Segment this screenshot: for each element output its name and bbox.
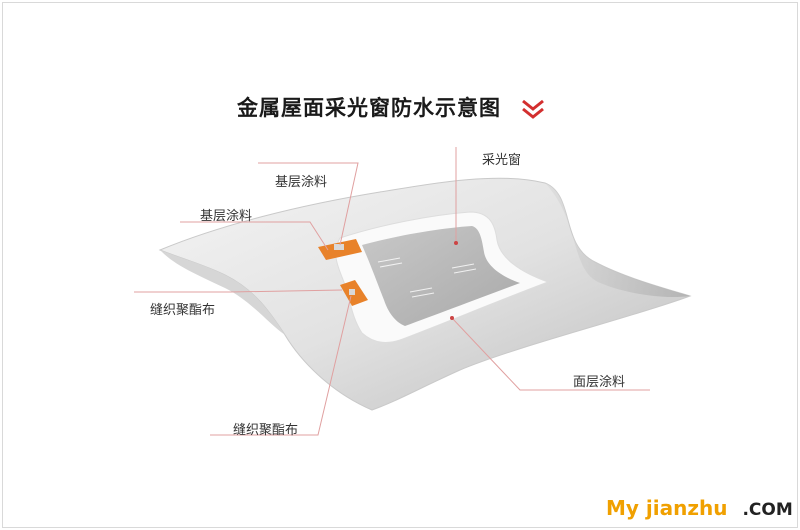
diagram-title: 金属屋面采光窗防水示意图 bbox=[237, 96, 501, 120]
chevron-down-icon bbox=[522, 99, 544, 119]
skylight-panel bbox=[362, 226, 520, 326]
watermark-part1: My bbox=[606, 496, 639, 520]
label-base-coating-2: 基层涂料 bbox=[200, 209, 253, 224]
label-base-coating-1: 基层涂料 bbox=[275, 175, 328, 190]
watermark: My jianzhu .COM bbox=[606, 496, 793, 520]
surface-coating-marker bbox=[450, 316, 454, 320]
label-stitched-fabric-1: 缝织聚酯布 bbox=[150, 303, 216, 318]
corrugation-marks bbox=[377, 257, 477, 298]
watermark-part3: .COM bbox=[742, 500, 793, 520]
base-coating-patch-top bbox=[334, 244, 344, 250]
watermark-part2: jianzhu bbox=[645, 496, 728, 520]
base-coating-patch-bottom bbox=[349, 289, 355, 295]
label-skylight: 采光窗 bbox=[482, 153, 522, 168]
label-stitched-fabric-2: 缝织聚酯布 bbox=[233, 423, 299, 438]
leader-lines bbox=[134, 147, 650, 436]
roof-right-edge bbox=[545, 183, 690, 298]
skylight-marker bbox=[454, 241, 458, 245]
label-surface-coating: 面层涂料 bbox=[573, 375, 626, 390]
roof-left-edge bbox=[160, 250, 285, 335]
